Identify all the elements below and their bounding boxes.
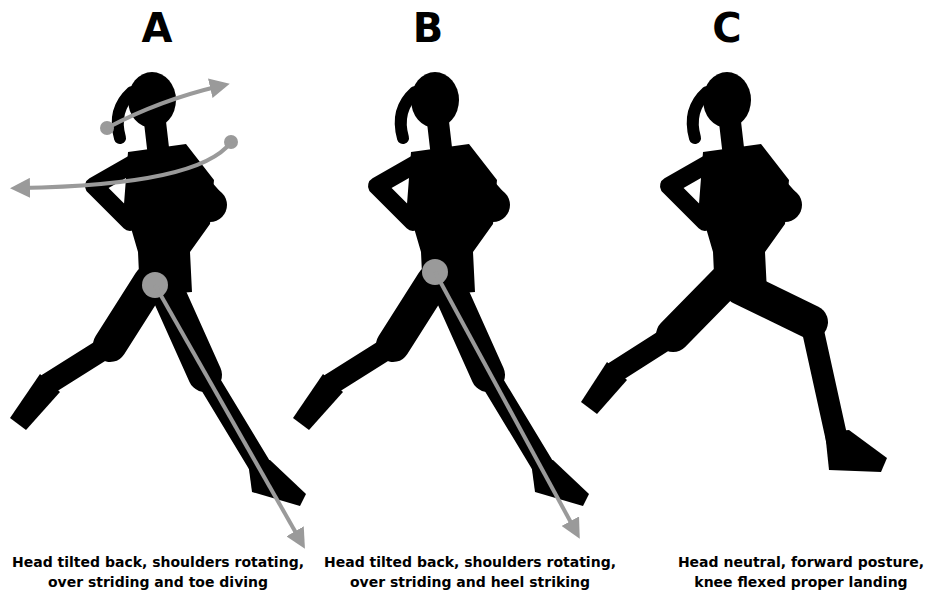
shoulder-arrow <box>20 142 231 188</box>
panel-letter: A <box>127 6 187 50</box>
figure-caption: Head tilted back, shoulders rotating, ov… <box>320 552 620 592</box>
head-arrow <box>107 86 220 128</box>
figure-caption: Head neutral, forward posture, knee flex… <box>672 552 930 592</box>
stride-arrow <box>155 285 300 540</box>
stride-arrow <box>435 272 575 530</box>
motion-arrows <box>20 86 575 540</box>
runner-b <box>293 72 589 506</box>
runner-c <box>581 72 887 472</box>
figure-caption: Head tilted back, shoulders rotating, ov… <box>8 552 308 592</box>
panel-letter: B <box>398 6 458 50</box>
panel-letter: C <box>697 6 757 50</box>
